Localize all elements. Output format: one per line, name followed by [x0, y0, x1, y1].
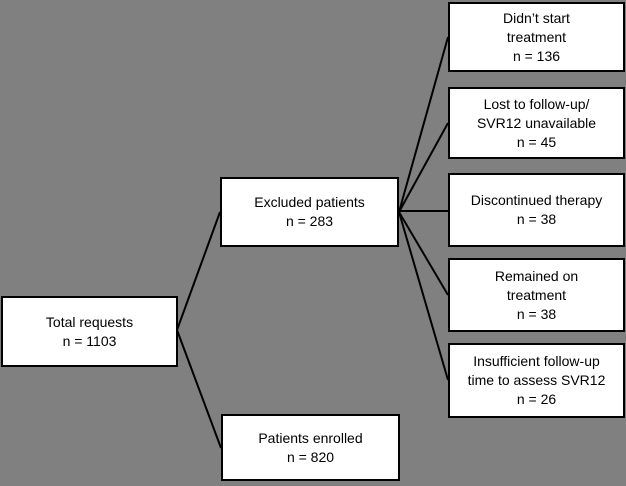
node-patients-enrolled: Patients enrolled n = 820 — [221, 414, 400, 481]
node-discontinued-therapy-label: Discontinued therapy n = 38 — [470, 192, 603, 227]
node-lost-to-followup: Lost to follow-up/ SVR12 unavailable n =… — [448, 87, 625, 159]
connector-excluded-to-lost — [398, 122, 449, 213]
node-lost-to-followup-label: Lost to follow-up/ SVR12 unavailable n =… — [476, 95, 597, 150]
node-excluded-patients-label: Excluded patients n = 283 — [254, 194, 365, 229]
node-total-requests-label: Total requests n = 1103 — [45, 313, 134, 349]
node-patients-enrolled-label: Patients enrolled n = 820 — [258, 429, 363, 465]
connector-excluded-to-remained — [398, 211, 449, 296]
connector-total-to-excluded — [176, 211, 221, 331]
node-total-requests: Total requests n = 1103 — [1, 296, 178, 367]
node-discontinued-therapy: Discontinued therapy n = 38 — [448, 173, 625, 247]
connector-total-to-enrolled — [176, 329, 222, 449]
node-insufficient-followup: Insufficient follow-up time to assess SV… — [448, 343, 625, 418]
node-didnt-start-treatment-label: Didn’t start treatment n = 136 — [503, 9, 570, 64]
connector-excluded-to-didnt-start — [398, 36, 449, 213]
node-insufficient-followup-label: Insufficient follow-up time to assess SV… — [467, 353, 606, 407]
node-didnt-start-treatment: Didn’t start treatment n = 136 — [448, 2, 625, 72]
node-remained-on-treatment: Remained on treatment n = 38 — [448, 258, 625, 332]
node-remained-on-treatment-label: Remained on treatment n = 38 — [494, 267, 579, 322]
connector-excluded-to-insufficient — [398, 211, 449, 381]
node-excluded-patients: Excluded patients n = 283 — [220, 177, 399, 247]
